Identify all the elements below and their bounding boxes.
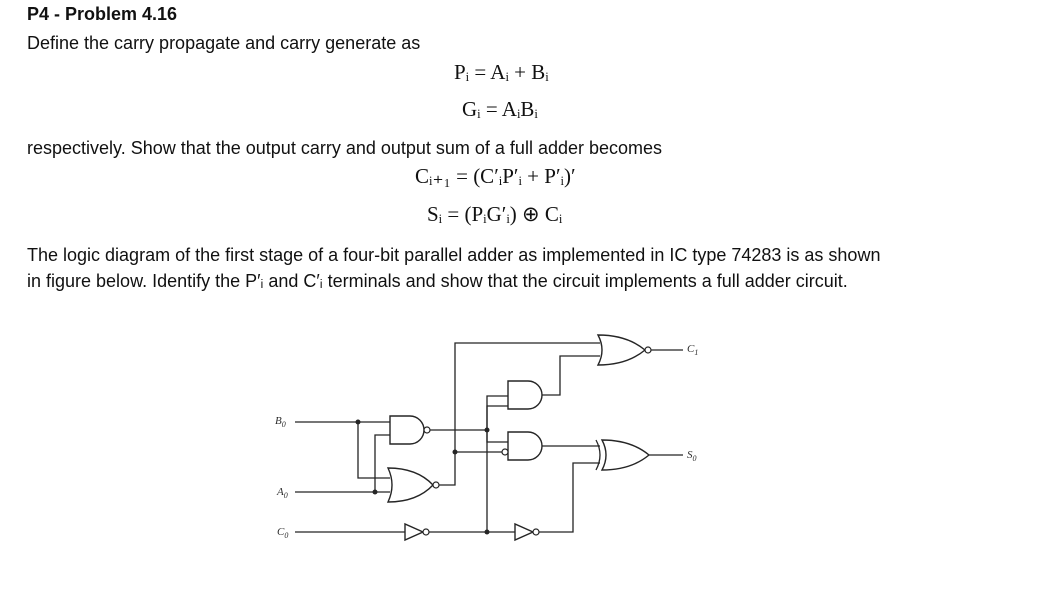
equation-carry: Cᵢ₊₁ = (C′ᵢP′ᵢ + P′ᵢ)′: [415, 164, 576, 188]
inverter-c0-second: [514, 522, 535, 542]
logic-text-line-1: The logic diagram of the first stage of …: [27, 245, 881, 265]
wire-and-top-out: [542, 355, 600, 396]
junction-b0: [355, 419, 361, 425]
wire-nand-out-branch: [486, 430, 508, 443]
respectively-text: respectively. Show that the output carry…: [27, 138, 663, 158]
logic-text-line-2: in figure below. Identify the P′ᵢ and C′…: [27, 271, 848, 291]
xor-gate-sum-arc: [595, 439, 601, 471]
wire-a0-nand: [374, 434, 390, 492]
equation-sum: Sᵢ = (PᵢG′ᵢ) ⊕ Cᵢ: [427, 202, 563, 226]
equation-propagate: Pᵢ = Aᵢ + Bᵢ: [454, 60, 549, 84]
inverter-c0-bubble: [422, 528, 430, 536]
nor-gate-input: [386, 467, 434, 503]
problem-title: P4 - Problem 4.16: [27, 4, 178, 24]
nand-gate-input: [389, 415, 425, 445]
wire-nand-out: [430, 395, 508, 431]
inverter-c0-second-bubble: [532, 528, 540, 536]
intro-text: Define the carry propagate and carry gen…: [27, 33, 421, 53]
nand-gate-input-bubble: [423, 426, 431, 434]
label-a0: A0: [276, 486, 288, 500]
wire-b0-nor: [357, 422, 390, 479]
junction-a0: [372, 489, 378, 495]
label-s0: S0: [687, 449, 697, 463]
label-c1: C1: [687, 343, 698, 357]
wire-c0-second-out: [539, 462, 600, 533]
nor-gate-input-bubble: [432, 481, 440, 489]
nor-gate-carry: [596, 334, 647, 366]
and-gate-middle-top: [507, 380, 543, 410]
and-gate-middle-bottom-input-bubble: [501, 448, 509, 456]
label-b0: B0: [275, 415, 286, 429]
and-gate-middle-bottom: [507, 431, 543, 461]
logic-diagram: B0 A0 C0 C1 S0: [275, 334, 698, 542]
xor-gate-sum: [600, 439, 651, 471]
nor-gate-carry-bubble: [644, 346, 652, 354]
inverter-c0: [404, 522, 425, 542]
junction-cinv: [484, 529, 490, 535]
wire-cinv-to-and: [486, 405, 508, 532]
label-c0: C0: [277, 526, 288, 540]
wire-nor-out: [439, 342, 600, 486]
junction-nor-out: [452, 449, 458, 455]
equation-generate: Gᵢ = AᵢBᵢ: [462, 97, 538, 121]
